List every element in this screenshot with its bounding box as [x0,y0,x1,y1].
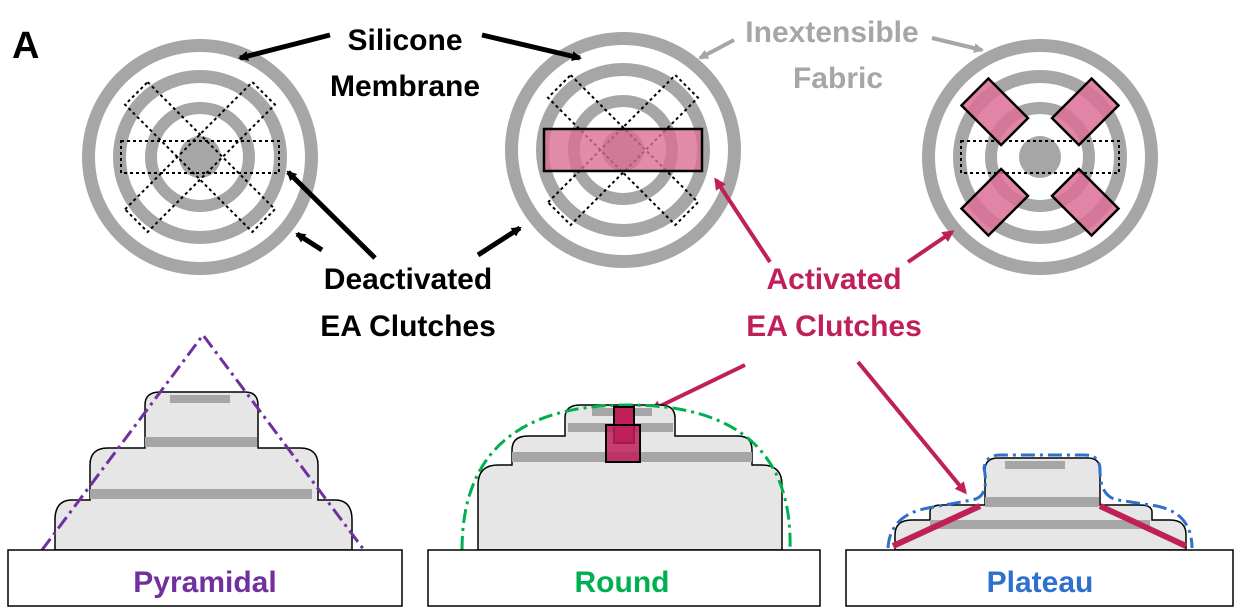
shape-plateau: Plateau [845,453,1234,607]
gray-arrow-2 [698,38,735,60]
label-activated-1: Activated [766,263,901,296]
shape-pyramidal: Pyramidal [7,332,403,607]
label-fabric-1: Inextensible [745,16,918,49]
label-fabric-2: Fabric [793,62,883,95]
red-arrows [649,177,967,495]
label-deactivated-1: Deactivated [324,263,492,296]
shape-round: Round [427,403,821,607]
label-silicone-1: Silicone [347,24,462,57]
panel-label: A [12,25,39,67]
label-round: Round [575,566,670,599]
membrane-disc-pyramidal [82,39,318,275]
label-pyramidal: Pyramidal [133,566,276,599]
black-arrows [238,32,582,260]
membrane-disc-round [505,32,741,268]
membrane-disc-plateau [922,39,1158,275]
label-activated-2: EA Clutches [746,310,922,343]
label-plateau: Plateau [987,566,1094,599]
active-clutch-horizontal [542,127,704,173]
label-deactivated-2: EA Clutches [320,310,496,343]
gray-arrow [931,36,984,53]
label-silicone-2: Membrane [330,70,480,103]
